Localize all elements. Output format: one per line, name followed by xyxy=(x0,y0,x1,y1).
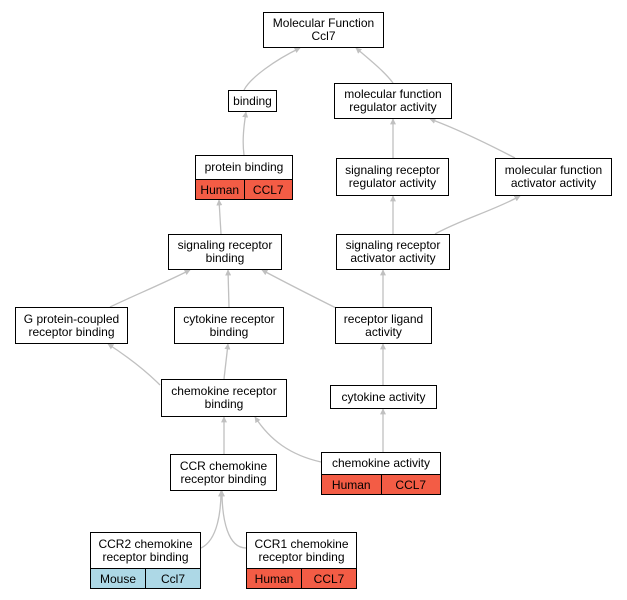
node-cytokine-activity[interactable]: cytokine activity xyxy=(330,385,437,409)
node-label: CCR chemokine receptor binding xyxy=(179,458,268,486)
node-g-protein-coupled-receptor-binding[interactable]: G protein-coupled receptor binding xyxy=(15,307,128,344)
node-chemokine-receptor-binding[interactable]: chemokine receptor binding xyxy=(161,379,287,417)
edge-mfra-root xyxy=(355,47,394,84)
node-ccr2-chemokine-receptor-binding[interactable]: CCR2 chemokine receptor binding Mouse Cc… xyxy=(90,532,201,589)
node-binding[interactable]: binding xyxy=(228,90,277,112)
species-tag: Mouse xyxy=(91,569,145,588)
node-label: cytokine receptor binding xyxy=(183,311,275,339)
node-protein-binding[interactable]: protein binding Human CCL7 xyxy=(195,155,293,200)
node-chemokine-activity[interactable]: chemokine activity Human CCL7 xyxy=(321,452,441,495)
node-molecular-function-regulator-activity[interactable]: molecular function regulator activity xyxy=(334,83,452,119)
gene-tag: CCL7 xyxy=(301,569,356,588)
node-cytokine-receptor-binding[interactable]: cytokine receptor binding xyxy=(174,307,284,344)
edge-chrb-gpcr xyxy=(107,343,161,386)
node-label: cytokine activity xyxy=(341,389,426,404)
node-label: chemokine activity xyxy=(331,456,431,470)
edge-binding-root xyxy=(243,47,301,91)
edge-ccr1-ccrb xyxy=(219,490,247,549)
edge-srb-protein-binding xyxy=(216,199,223,235)
annotation-tags: Mouse Ccl7 xyxy=(91,568,200,588)
node-signaling-receptor-regulator-activity[interactable]: signaling receptor regulator activity xyxy=(336,158,449,196)
node-label: CCR1 chemokine receptor binding xyxy=(254,536,349,564)
node-molecular-function-activator-activity[interactable]: molecular function activator activity xyxy=(495,158,612,196)
edge-crb-srb xyxy=(225,269,232,308)
node-label: CCR2 chemokine receptor binding xyxy=(98,536,193,564)
edge-mfaa-mfra xyxy=(429,118,516,159)
node-ccr-chemokine-receptor-binding[interactable]: CCR chemokine receptor binding xyxy=(170,454,277,491)
gene-tag: CCL7 xyxy=(380,475,440,494)
node-label: chemokine receptor binding xyxy=(171,384,277,411)
species-tag: Human xyxy=(322,475,381,494)
node-label: signaling receptor binding xyxy=(177,238,273,265)
edge-cha-chrb xyxy=(254,416,322,463)
node-label: G protein-coupled receptor binding xyxy=(23,311,120,339)
node-label: molecular function regulator activity xyxy=(344,87,442,114)
node-label: protein binding xyxy=(204,160,284,174)
annotation-tags: Human CCL7 xyxy=(247,568,356,588)
annotation-tags: Human CCL7 xyxy=(196,179,292,199)
node-label: signaling receptor regulator activity xyxy=(345,163,440,190)
node-label: receptor ligand activity xyxy=(343,311,424,339)
node-label: Molecular Function Ccl7 xyxy=(272,16,375,43)
node-ccr1-chemokine-receptor-binding[interactable]: CCR1 chemokine receptor binding Human CC… xyxy=(246,532,357,589)
node-label: binding xyxy=(233,93,272,108)
node-label: molecular function activator activity xyxy=(504,163,603,190)
gene-tag: CCL7 xyxy=(243,180,292,199)
edge-protein-binding-binding xyxy=(242,111,249,156)
node-signaling-receptor-activator-activity[interactable]: signaling receptor activator activity xyxy=(336,234,450,270)
edge-chrb-crb xyxy=(223,343,231,380)
gene-tag: Ccl7 xyxy=(145,569,200,588)
edge-ccr2-ccrb xyxy=(200,490,224,549)
edge-rla-srb xyxy=(261,269,341,311)
annotation-tags: Human CCL7 xyxy=(322,474,440,494)
edge-sraa-mfaa xyxy=(434,195,521,235)
species-tag: Human xyxy=(247,569,301,588)
edge-gpcr-srb xyxy=(109,269,191,308)
node-root[interactable]: Molecular Function Ccl7 xyxy=(263,12,384,48)
node-signaling-receptor-binding[interactable]: signaling receptor binding xyxy=(168,234,282,270)
node-receptor-ligand-activity[interactable]: receptor ligand activity xyxy=(335,307,432,344)
node-label: signaling receptor activator activity xyxy=(345,238,441,265)
species-tag: Human xyxy=(196,180,244,199)
